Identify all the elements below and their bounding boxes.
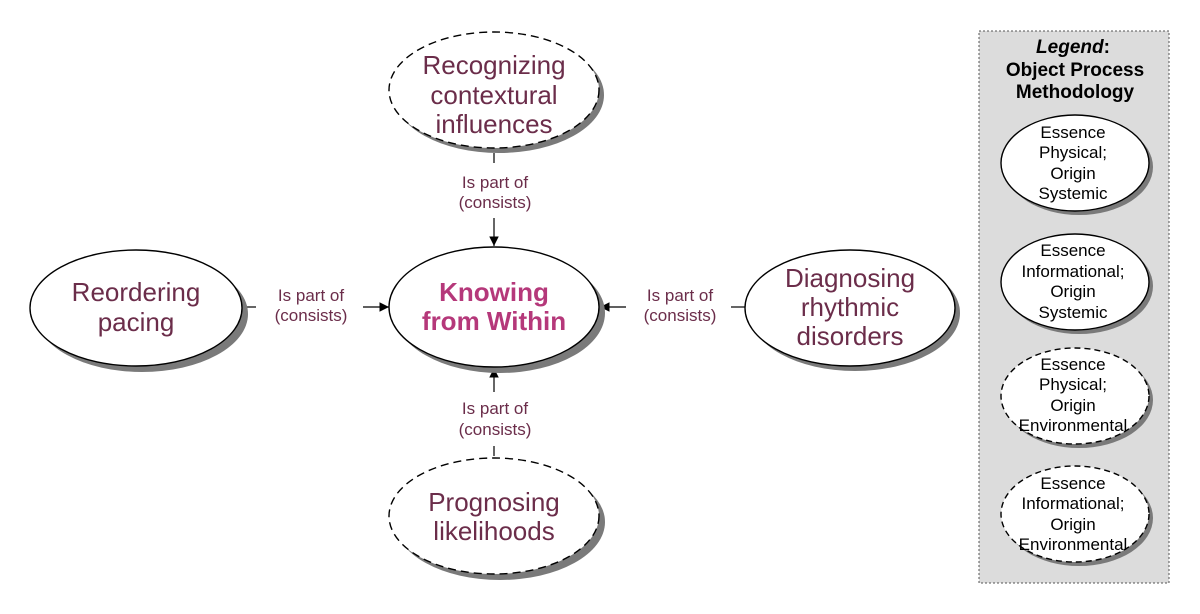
relation-label-line: (consists) [459,193,532,212]
legend-title-colon: : [1104,37,1110,58]
legend-item-informational-systemic: Essence Informational; Origin Systemic [1000,233,1153,334]
relation-label-line: Is part of [462,173,528,192]
legend-item-label: Origin [1050,396,1095,415]
legend-item-label: Essence [1040,474,1105,493]
center-label: Knowing [439,277,549,307]
legend-item-label: Origin [1050,515,1095,534]
legend-item-label: Physical; [1039,375,1107,394]
node-top-ellipse [388,31,600,149]
legend-item-ellipse [1000,114,1150,212]
node-right-label: rhythmic [801,292,899,322]
node-right: Diagnosing rhythmic disorders [744,249,960,371]
legend-item-label: Essence [1040,355,1105,374]
legend-item-label: Informational; [1022,262,1125,281]
legend-item-label: Informational; [1022,494,1125,513]
legend-item-physical-environmental: Essence Physical; Origin Environmental [1000,347,1153,448]
node-left-label: Reordering [72,277,201,307]
node-bottom-ellipse [388,457,600,575]
legend-item-label: Environmental [1019,416,1128,435]
legend-subtitle: Object Process [1006,60,1144,81]
legend-subtitle: Methodology [1016,82,1135,103]
relation-label-right: Is part of (consists) [644,286,717,325]
legend-panel: Legend: Object Process Methodology Essen… [978,30,1170,584]
relation-label-line: Is part of [278,286,344,305]
node-right-label: disorders [797,321,904,351]
legend-item-ellipse [1000,233,1150,331]
legend-item-informational-environmental: Essence Informational; Origin Environmen… [1000,465,1153,566]
relation-label-line: Is part of [462,399,528,418]
legend-item-physical-systemic: Essence Physical; Origin Systemic [1000,114,1153,215]
legend-item-label: Physical; [1039,143,1107,162]
node-left-label: pacing [98,307,175,337]
node-center-ellipse [388,246,600,368]
legend-item-label: Essence [1040,123,1105,142]
legend-title: Legend: [1036,37,1110,58]
legend-item-label: Systemic [1039,184,1108,203]
relation-label-bottom: Is part of (consists) [459,399,532,439]
legend-title-italic: Legend [1036,37,1104,58]
node-bottom: Prognosing likelihoods [388,457,605,580]
relation-label-line: Is part of [647,286,713,305]
node-bottom-label: Prognosing [428,487,560,517]
node-left-ellipse [29,249,243,367]
center-label: from Within [422,306,566,336]
relation-label-line: (consists) [459,420,532,439]
legend-item-label: Origin [1050,164,1095,183]
node-bottom-label: likelihoods [433,516,554,546]
legend-item-label: Origin [1050,282,1095,301]
node-top: Recognizing contextural influences [388,31,604,153]
node-top-label: contextural [430,80,557,110]
legend-item-ellipse [1000,347,1150,445]
legend-item-label: Environmental [1019,535,1128,554]
node-center: Knowing from Within [388,246,605,373]
node-left: Reordering pacing [29,249,248,372]
relation-label-left: Is part of (consists) [275,286,348,325]
legend-item-label: Essence [1040,241,1105,260]
legend-item-ellipse [1000,465,1150,563]
legend-item-label: Systemic [1039,303,1108,322]
relation-label-top: Is part of (consists) [459,173,532,212]
relation-label-line: (consists) [275,306,348,325]
node-top-label: Recognizing [422,50,565,80]
node-right-ellipse [744,249,956,367]
node-right-label: Diagnosing [785,263,915,293]
node-top-label: influences [435,109,552,139]
relation-label-line: (consists) [644,306,717,325]
